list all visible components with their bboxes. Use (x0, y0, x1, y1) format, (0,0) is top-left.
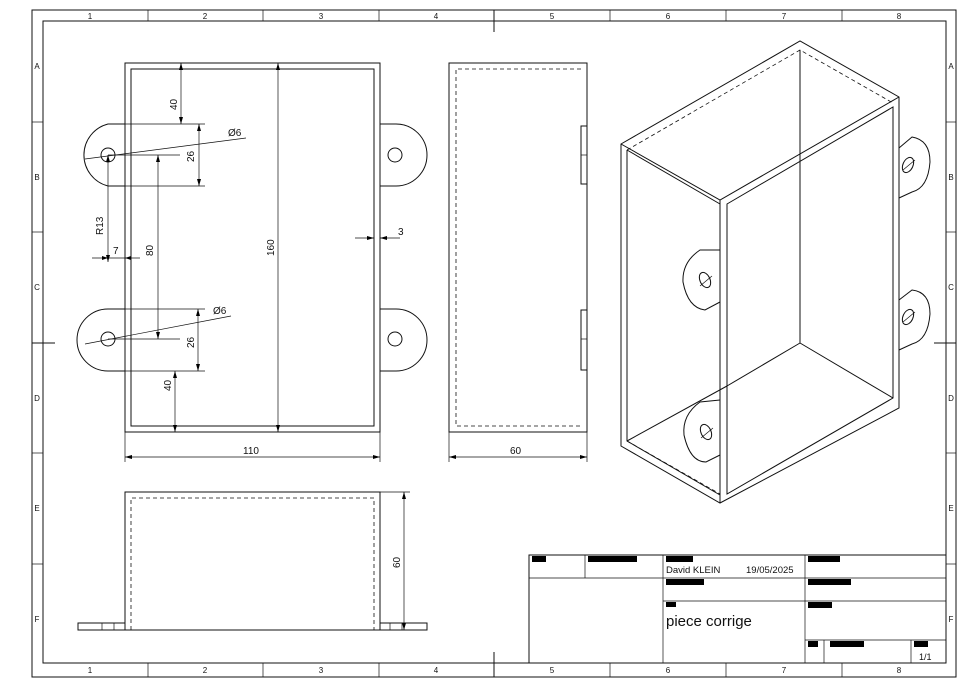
dim-dia6-top: Ø6 (228, 128, 242, 139)
row-label-left: C (34, 283, 40, 292)
row-label-left: B (34, 173, 39, 182)
col-label-bottom: 6 (666, 666, 671, 675)
side-tab-bottom (580, 309, 588, 371)
side-view: 60 (448, 62, 588, 462)
iso-tab-left-top (682, 249, 721, 311)
redacted-blocks (532, 556, 928, 647)
dim-26-top: 26 (186, 150, 197, 162)
col-label-bottom: 7 (782, 666, 787, 675)
row-label-left: E (34, 504, 39, 513)
row-label-left: A (34, 62, 40, 71)
top-view-inner (130, 68, 375, 427)
tab-left-top (83, 123, 125, 187)
tab-left-bottom (76, 308, 125, 372)
dim-7: 7 (113, 246, 119, 257)
top-view: 40 26 Ø6 R13 7 80 160 3 Ø6 26 40 110 (76, 62, 428, 462)
dim-60-front: 60 (392, 556, 403, 568)
col-label-bottom: 5 (550, 666, 555, 675)
column-ticks (147, 10, 843, 677)
col-label-bottom: 1 (88, 666, 93, 675)
iso-opening (726, 106, 894, 495)
iso-tab-right-top (898, 136, 931, 199)
dim-3: 3 (398, 227, 404, 238)
col-label-bottom: 3 (319, 666, 324, 675)
col-label-top: 3 (319, 12, 324, 21)
dim-dia6-bottom: Ø6 (213, 306, 227, 317)
row-label-right: F (949, 615, 954, 624)
front-view: 60 (77, 491, 428, 631)
col-label-top: 1 (88, 12, 93, 21)
row-label-right: D (948, 394, 954, 403)
row-label-right: E (948, 504, 953, 513)
side-view-outline (448, 62, 588, 433)
inner-border (42, 20, 947, 664)
author-name: David KLEIN (666, 565, 721, 576)
drawing-title: piece corrige (666, 613, 752, 630)
row-label-right: B (948, 173, 953, 182)
iso-tab-right-bottom (898, 289, 931, 351)
front-view-dimension-lines (380, 491, 427, 631)
col-label-top: 8 (897, 12, 902, 21)
col-label-top: 5 (550, 12, 555, 21)
col-label-bottom: 8 (897, 666, 902, 675)
hole-right-bottom (387, 331, 403, 347)
dim-r13: R13 (95, 216, 106, 235)
iso-hidden-top (626, 49, 894, 151)
tab-right-bottom (380, 308, 428, 372)
top-view-outline (124, 62, 381, 433)
col-label-top: 7 (782, 12, 787, 21)
centering-marks (32, 10, 956, 677)
dim-26-bottom: 26 (186, 336, 197, 348)
row-label-right: A (948, 62, 954, 71)
col-label-top: 6 (666, 12, 671, 21)
col-label-bottom: 2 (203, 666, 208, 675)
dim-60-side: 60 (510, 446, 522, 457)
iso-tab-left-bottom (683, 399, 721, 463)
col-label-bottom: 4 (434, 666, 439, 675)
row-label-left: D (34, 394, 40, 403)
side-view-hidden-edges (455, 68, 581, 427)
dimension-arrows (102, 63, 387, 459)
col-label-top: 2 (203, 12, 208, 21)
hole-right-top (387, 147, 403, 163)
front-flange-left (77, 622, 126, 631)
dim-160: 160 (266, 239, 277, 256)
title-block-frame (528, 554, 947, 664)
drawing-date: 19/05/2025 (746, 565, 794, 576)
dim-40-bottom: 40 (163, 379, 174, 391)
top-view-dimension-lines (84, 63, 400, 462)
sheet-frame: 1 2 3 4 5 6 7 8 1 2 3 4 5 6 7 8 A B C D … (31, 9, 957, 678)
row-label-right: C (948, 283, 954, 292)
col-label-top: 4 (434, 12, 439, 21)
isometric-view (620, 40, 931, 504)
title-block: David KLEIN 19/05/2025 piece corrige 1/1 (528, 554, 947, 664)
row-label-left: F (35, 615, 40, 624)
dim-40-top: 40 (169, 98, 180, 110)
sheet-number: 1/1 (919, 652, 932, 662)
dim-110: 110 (243, 446, 259, 457)
tab-right-top (380, 123, 428, 187)
front-view-hidden-edges (130, 497, 375, 630)
dim-80: 80 (145, 244, 156, 256)
iso-outer (620, 40, 900, 504)
front-view-outline (124, 491, 381, 631)
